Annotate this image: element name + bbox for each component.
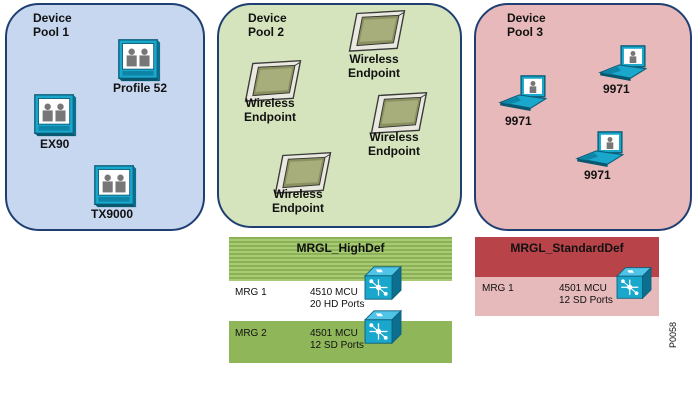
mrgl-title: MRGL_StandardDef: [510, 241, 624, 255]
device-label-tx9000: TX9000: [91, 207, 134, 221]
mcu-ports: 20 HD Ports: [310, 299, 365, 310]
pool-title: Device Pool 3: [507, 11, 546, 39]
device-label-wireless-endpoint: Wireless Endpoint: [348, 52, 400, 80]
mcu-model: 4501 MCU: [310, 328, 358, 339]
telepresence-unit-icon: [91, 164, 139, 208]
mrg-name: MRG 2: [235, 328, 267, 339]
mcu-description: 4510 MCU 20 HD Ports: [310, 287, 364, 311]
pool-title: Device Pool 2: [248, 11, 287, 39]
figure-code: P0058: [668, 321, 678, 348]
device-label-ex90: EX90: [40, 137, 70, 151]
device-label-9971: 9971: [584, 168, 611, 182]
mcu-ports: 12 SD Ports: [310, 340, 364, 351]
mrgl-title: MRGL_HighDef: [296, 241, 385, 255]
label-line1: Wireless: [369, 130, 419, 144]
mrgl-highdef: MRGL_HighDef MRG 1 4510 MCU 20 HD Ports …: [229, 237, 452, 363]
label-line1: Wireless: [273, 187, 323, 201]
label-line2: Endpoint: [272, 201, 324, 215]
mrg-name: MRG 1: [235, 287, 267, 298]
mcu-icon: [363, 265, 403, 301]
label-line2: Endpoint: [368, 144, 420, 158]
mcu-icon: [363, 309, 403, 345]
telepresence-unit-icon: [115, 38, 163, 82]
pool-title-line1: Device: [33, 11, 72, 25]
mcu-icon: [615, 266, 653, 300]
label-line2: Endpoint: [244, 110, 296, 124]
label-line1: Wireless: [245, 96, 295, 110]
device-label-wireless-endpoint: Wireless Endpoint: [272, 187, 324, 215]
pool-title-line2: Pool 3: [507, 25, 544, 39]
label-line2: Endpoint: [348, 66, 400, 80]
device-label-wireless-endpoint: Wireless Endpoint: [368, 130, 420, 158]
device-label-9971: 9971: [603, 82, 630, 96]
label-line1: Wireless: [349, 52, 399, 66]
device-pool-3: Device Pool 3: [474, 3, 692, 231]
mcu-description: 4501 MCU 12 SD Ports: [559, 283, 613, 307]
mcu-description: 4501 MCU 12 SD Ports: [310, 328, 364, 352]
mrg-name: MRG 1: [482, 283, 514, 294]
wireless-endpoint-icon: [346, 8, 408, 52]
wireless-endpoint-icon: [368, 90, 430, 134]
pool-title-line1: Device: [507, 11, 546, 25]
mrg-row-1: MRG 1 4510 MCU 20 HD Ports: [229, 281, 452, 321]
ip-video-phone-icon: [574, 130, 626, 168]
ip-video-phone-icon: [597, 44, 649, 82]
telepresence-unit-icon: [31, 93, 79, 137]
mcu-ports: 12 SD Ports: [559, 295, 613, 306]
mcu-model: 4510 MCU: [310, 287, 358, 298]
device-label-9971: 9971: [505, 114, 532, 128]
mrg-row-2: MRG 2 4501 MCU 12 SD Ports: [229, 321, 452, 363]
pool-title-line1: Device: [248, 11, 287, 25]
pool-title: Device Pool 1: [33, 11, 72, 39]
device-label-wireless-endpoint: Wireless Endpoint: [244, 96, 296, 124]
pool-title-line2: Pool 2: [248, 25, 285, 39]
pool-title-line2: Pool 1: [33, 25, 70, 39]
mcu-model: 4501 MCU: [559, 283, 607, 294]
ip-video-phone-icon: [497, 74, 549, 112]
device-label-profile52: Profile 52: [113, 81, 168, 95]
